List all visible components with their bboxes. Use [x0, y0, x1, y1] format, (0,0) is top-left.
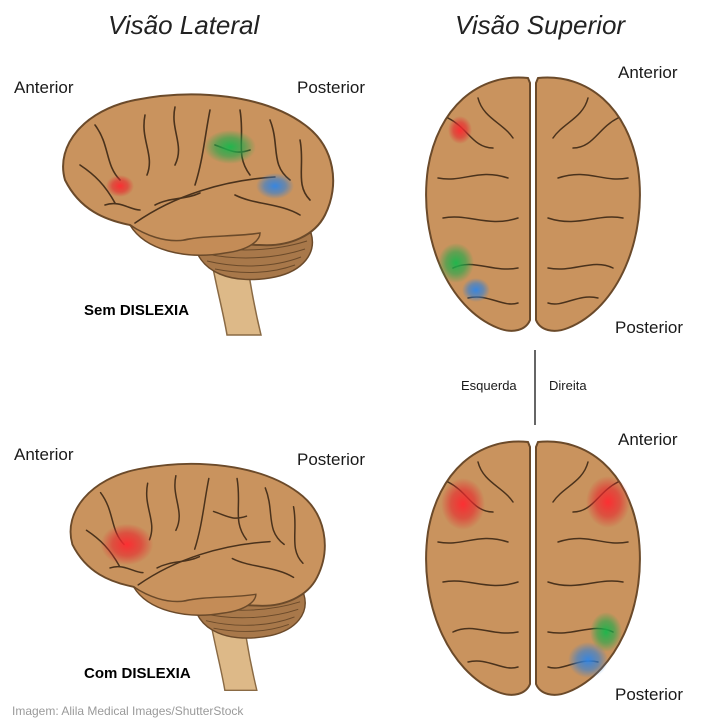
lateral-brain-without-dyslexia	[35, 85, 345, 340]
lateral-view-title: Visão Lateral	[108, 10, 259, 41]
lateral-brain-with-dyslexia	[35, 455, 345, 695]
superior-view-title: Visão Superior	[455, 10, 625, 41]
blue-activation-spot	[256, 173, 294, 199]
left-side-label: Esquerda	[461, 378, 517, 393]
red-activation-spot-left	[441, 478, 485, 530]
hemisphere-divider	[534, 350, 536, 425]
green-activation-spot	[438, 243, 474, 283]
image-credit: Imagem: Alila Medical Images/ShutterStoc…	[12, 704, 243, 718]
superior-brain-with-dyslexia	[418, 432, 648, 702]
superior-brain-without-dyslexia	[418, 68, 648, 338]
red-activation-spot	[106, 175, 134, 197]
red-activation-spot	[101, 524, 154, 565]
red-activation-spot	[448, 116, 472, 144]
right-side-label: Direita	[549, 378, 587, 393]
with-dyslexia-label: Com DISLEXIA	[84, 665, 191, 682]
red-activation-spot-right	[586, 476, 630, 528]
blue-activation-spot	[462, 278, 490, 302]
without-dyslexia-label: Sem DISLEXIA	[84, 302, 189, 319]
blue-activation-spot	[568, 642, 608, 678]
green-activation-spot	[204, 130, 256, 164]
